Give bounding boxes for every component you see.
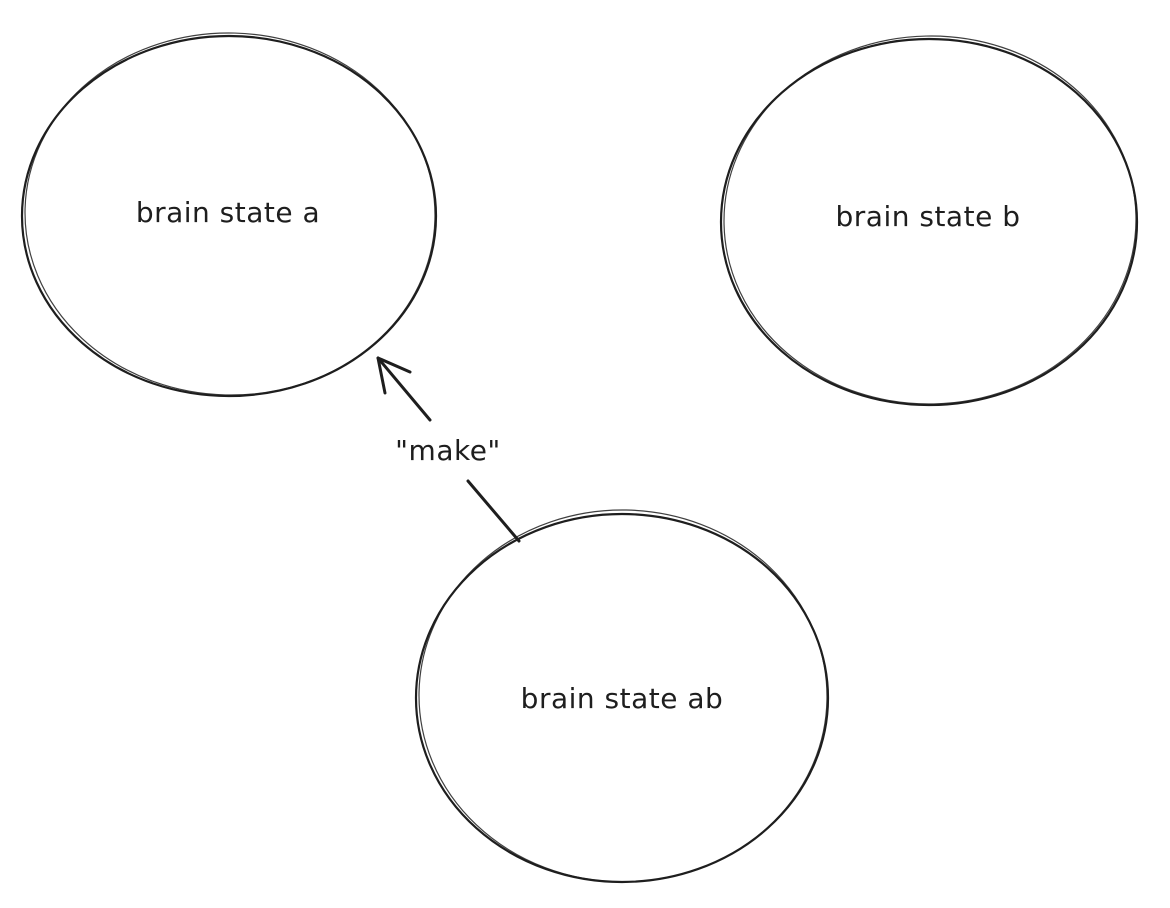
node-b-ellipse bbox=[719, 37, 1139, 407]
edge-ab-to-a[interactable]: "make" bbox=[376, 356, 521, 543]
node-b-label: brain state b bbox=[836, 200, 1021, 233]
edge-line-upper bbox=[376, 356, 432, 422]
node-brain-state-b[interactable]: brain state b bbox=[719, 32, 1140, 409]
edge-label-background bbox=[396, 428, 500, 472]
node-brain-state-a[interactable]: brain state a bbox=[20, 28, 439, 401]
node-brain-state-ab[interactable]: brain state ab bbox=[414, 506, 830, 885]
node-a-ellipse bbox=[20, 34, 438, 398]
node-a-label: brain state a bbox=[136, 196, 320, 229]
node-b-ellipse-sketch bbox=[723, 35, 1137, 405]
node-ab-label: brain state ab bbox=[521, 682, 724, 715]
node-a-ellipse-sketch bbox=[24, 32, 436, 396]
edge-line-lower bbox=[466, 479, 521, 543]
node-ab-ellipse-sketch bbox=[418, 509, 828, 883]
edge-label-make: "make" bbox=[395, 434, 501, 467]
arrowhead-icon bbox=[376, 356, 412, 395]
